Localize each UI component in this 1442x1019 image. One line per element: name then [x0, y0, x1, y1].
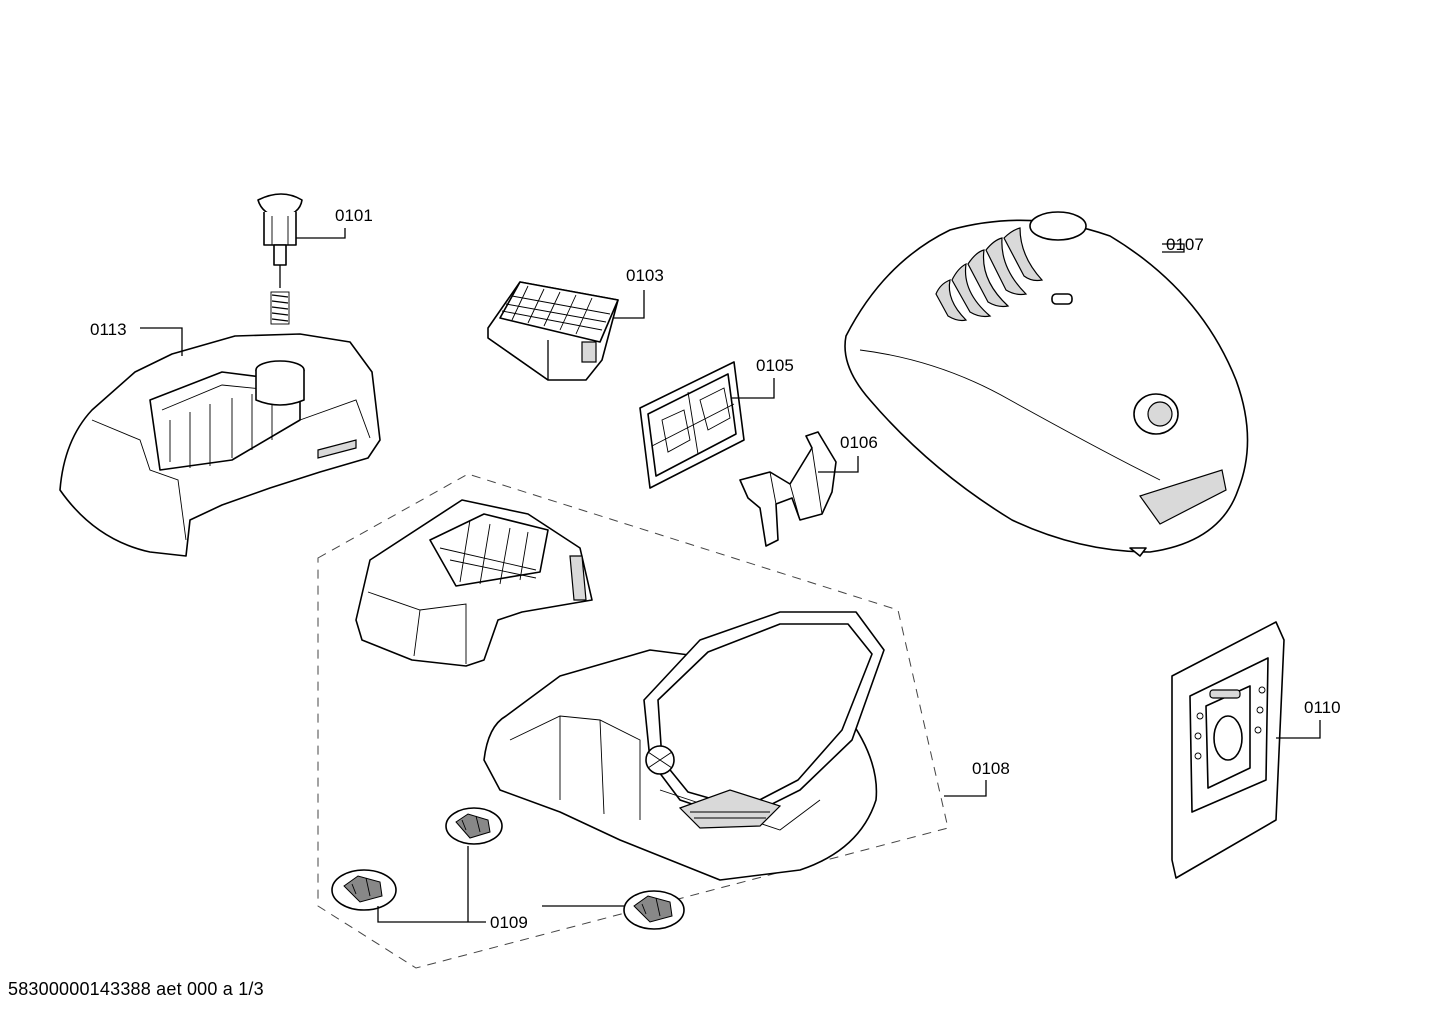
part-0109-wheel-2	[331, 869, 397, 911]
part-0103-hepa-filter	[487, 281, 619, 381]
part-0107-top-cover	[844, 211, 1249, 557]
part-0108-motor-housing	[355, 499, 593, 667]
part-0113-rear-housing	[59, 333, 381, 557]
part-0110-dust-bag	[1171, 621, 1285, 879]
part-0109-wheel-1	[445, 807, 503, 845]
document-footer-id: 58300000143388 aet 000 a 1/3	[8, 979, 264, 999]
part-0109-wheel-3	[623, 890, 685, 930]
label-0108: 0108	[972, 759, 1010, 778]
part-0101-valve	[257, 193, 303, 325]
part-0108-base-tray	[483, 611, 885, 881]
label-0109: 0109	[490, 913, 528, 932]
label-0110: 0110	[1304, 698, 1341, 717]
label-0103: 0103	[626, 266, 664, 285]
label-0106: 0106	[840, 433, 878, 452]
label-0105: 0105	[756, 356, 794, 375]
label-0113: 0113	[90, 320, 127, 339]
part-0105-filter-frame	[639, 361, 745, 489]
label-0107: 0107	[1166, 235, 1204, 254]
label-0101: 0101	[335, 206, 373, 225]
part-0106-bag-holder	[739, 431, 837, 547]
group-0108-outline	[317, 473, 949, 969]
